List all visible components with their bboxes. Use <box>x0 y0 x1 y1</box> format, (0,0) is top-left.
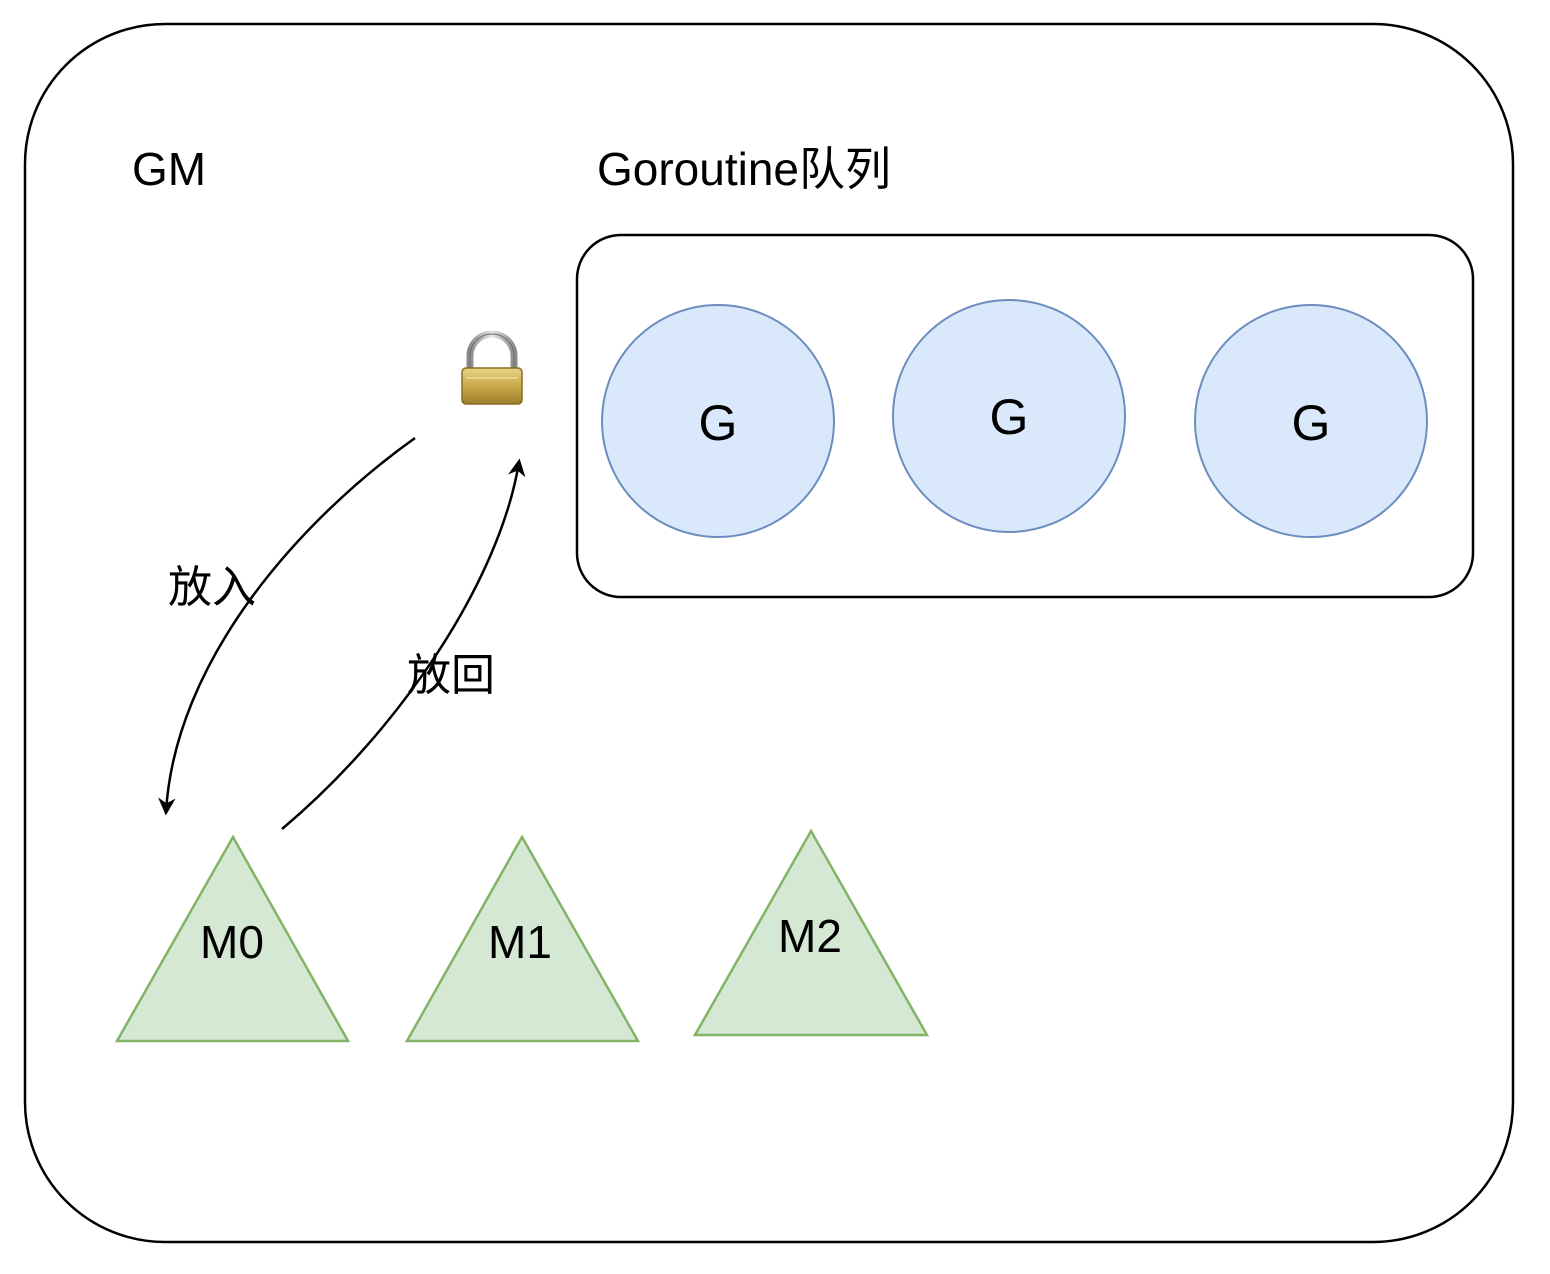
thread-label: M2 <box>778 910 842 962</box>
thread-triangle <box>404 834 641 1043</box>
goroutine-node: G <box>1194 304 1428 538</box>
goroutine-node: G <box>601 304 835 538</box>
goroutine-circle <box>601 304 835 538</box>
gm-container <box>23 22 1515 1244</box>
thread-triangle <box>692 828 930 1037</box>
thread-triangle <box>114 834 351 1043</box>
put-back-arrow <box>281 458 526 830</box>
goroutine-circle <box>892 299 1126 533</box>
goroutine-queue-label: Goroutine队列 <box>597 143 891 195</box>
goroutine-node: G <box>892 299 1126 533</box>
put-in-arrow <box>158 436 416 816</box>
goroutine-label: G <box>699 395 738 451</box>
goroutine-queue-box <box>575 233 1475 599</box>
thread-node: M1 <box>404 834 641 1043</box>
goroutine-circle <box>1194 304 1428 538</box>
thread-node: M2 <box>692 828 930 1037</box>
thread-label: M0 <box>200 916 264 968</box>
put-back-label: 放回 <box>407 651 495 700</box>
thread-label: M1 <box>488 916 552 968</box>
gm-label: GM <box>132 143 206 195</box>
goroutine-label: G <box>990 389 1029 445</box>
put-in-label: 放入 <box>168 563 256 612</box>
thread-node: M0 <box>114 834 351 1043</box>
lock-icon <box>461 330 523 405</box>
goroutine-label: G <box>1292 395 1331 451</box>
